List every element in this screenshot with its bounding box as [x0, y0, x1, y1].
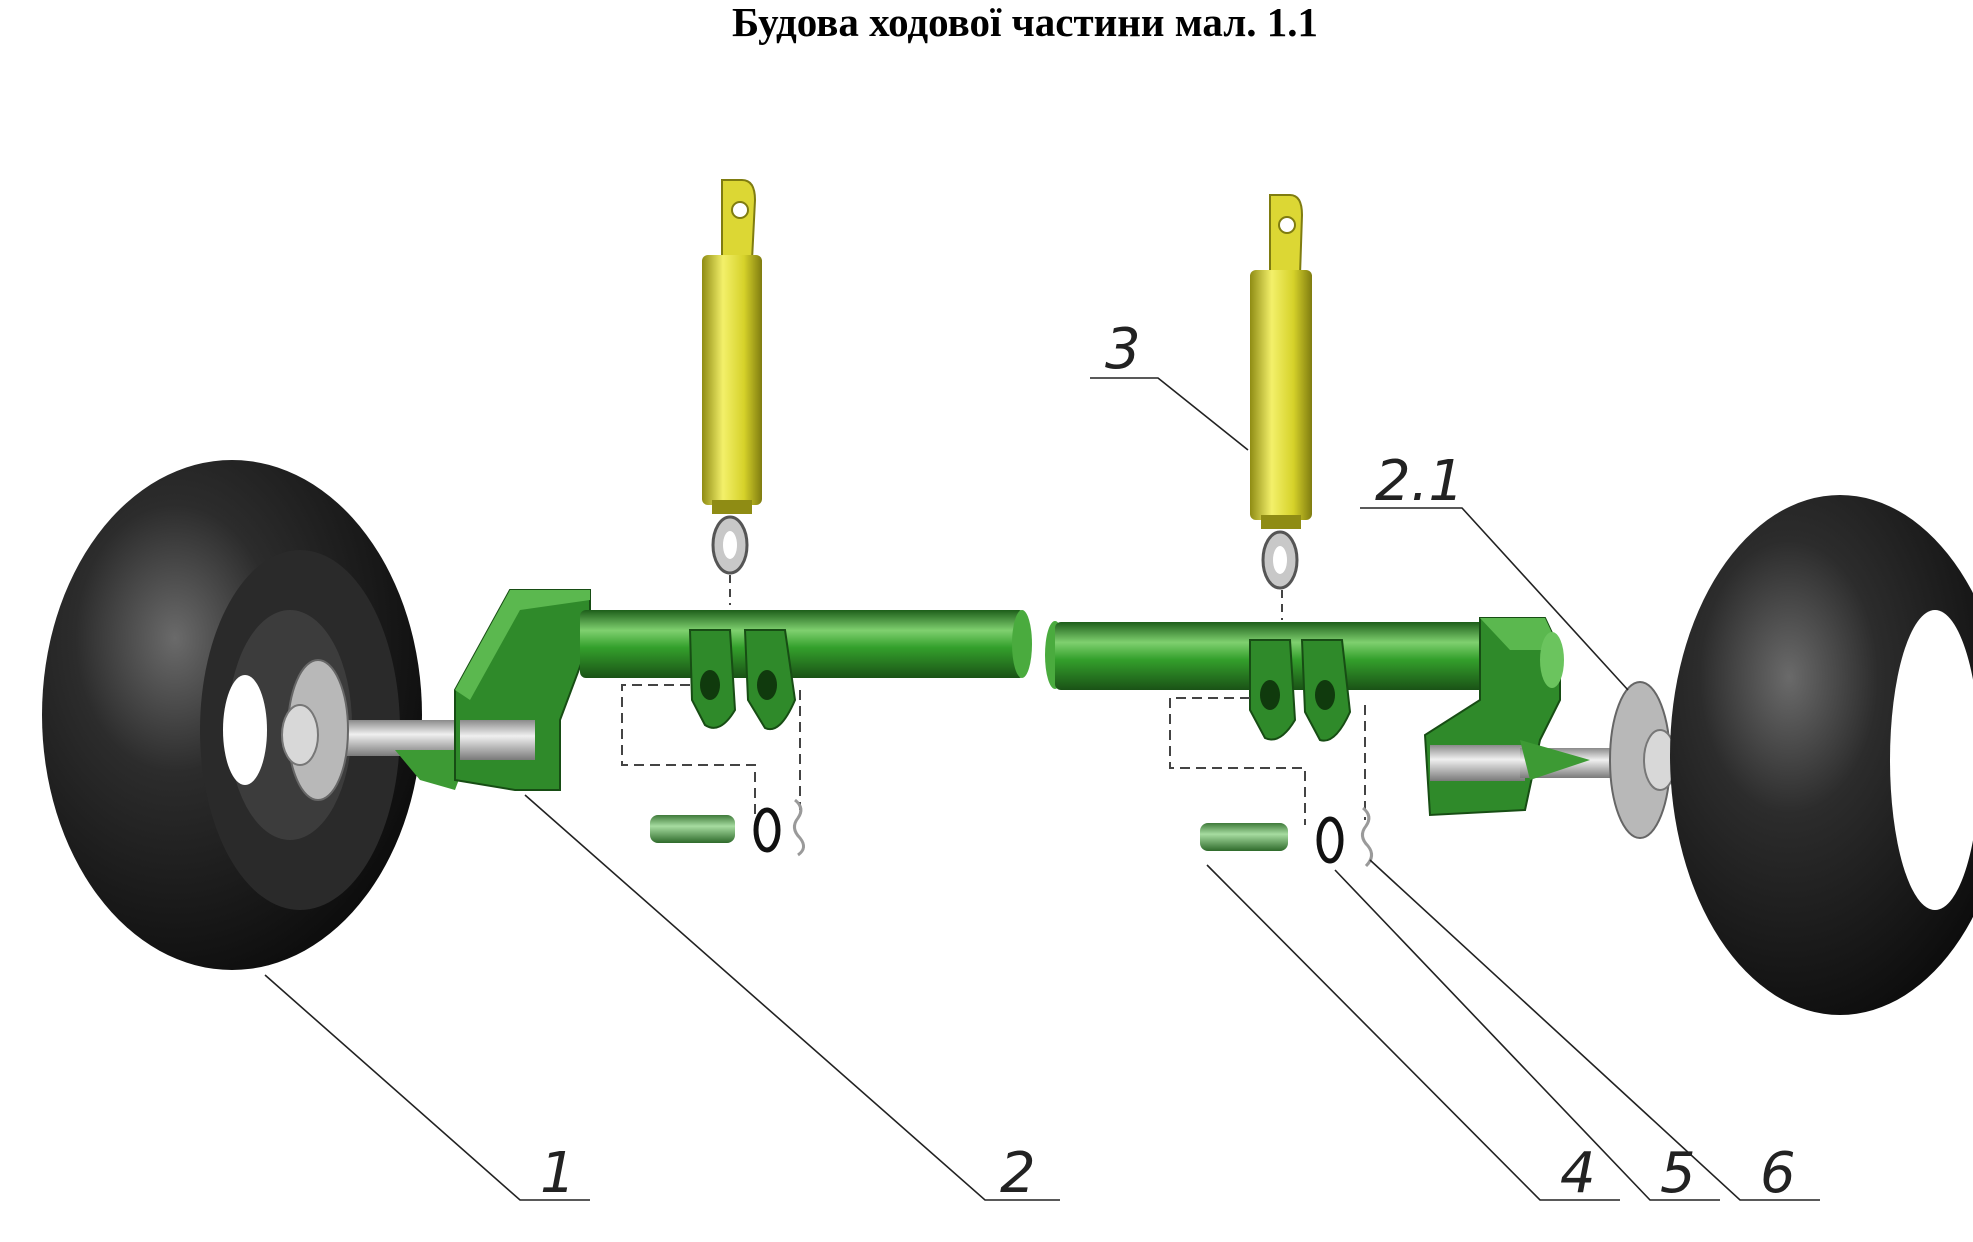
callout-label-6: 6	[1760, 1141, 1796, 1206]
right-pin-set	[1200, 806, 1373, 868]
right-hydraulic-cylinder	[1250, 194, 1312, 620]
right-wheel	[1670, 495, 1973, 1015]
callout-label-2: 2	[1000, 1141, 1036, 1206]
left-hydraulic-cylinder	[702, 179, 762, 605]
callout-label-4: 4	[1560, 1141, 1596, 1206]
callout-label-5: 5	[1660, 1141, 1696, 1206]
page-title: Будова ходової частини мал. 1.1	[732, 0, 1318, 45]
left-axle-tube	[580, 610, 1032, 820]
right-axle-tube	[1045, 621, 1495, 825]
callout-label-3: 3	[1105, 317, 1141, 382]
left-pin-set	[650, 798, 805, 857]
right-tire	[1670, 495, 1973, 1015]
left-bracket	[454, 589, 591, 791]
right-rim-hole	[1890, 610, 1973, 910]
callout-labels: 1 2 2.1 3 4 5 6	[540, 317, 1796, 1206]
callout-label-1: 1	[540, 1141, 576, 1206]
callout-label-2-1: 2.1	[1375, 449, 1464, 514]
callout-leaders	[264, 377, 1820, 1201]
right-axle	[1520, 681, 1677, 839]
left-wheel	[42, 460, 422, 970]
left-rim-hole	[223, 675, 267, 785]
